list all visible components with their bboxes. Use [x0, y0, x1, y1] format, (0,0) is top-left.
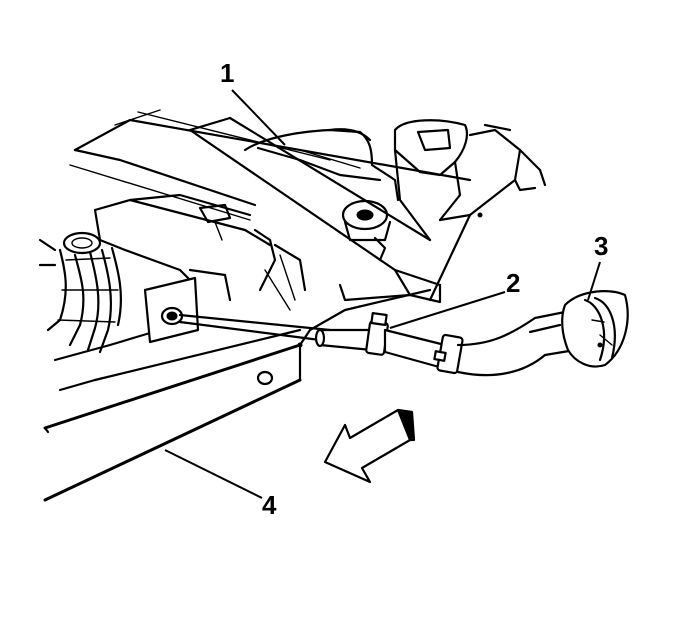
callout-label-3: 3: [594, 231, 608, 261]
callout-4: 4: [164, 449, 277, 520]
callout-2: 2: [389, 268, 520, 329]
underbody-floor: [93, 193, 307, 311]
callout-1: 1: [220, 58, 286, 146]
fuel-filler-pipe: [178, 290, 629, 377]
rear-mount-bracket: [341, 119, 547, 302]
fuel-tank: [243, 128, 400, 202]
callout-label-1: 1: [220, 58, 234, 88]
left-wiring-harness: [38, 231, 122, 354]
upper-frame-structure: [69, 109, 472, 304]
callout-label-4: 4: [262, 490, 277, 520]
frame-rail: [43, 276, 432, 502]
direction-arrow: [323, 408, 416, 484]
callout-3: 3: [587, 231, 608, 301]
callout-label-2: 2: [506, 268, 520, 298]
